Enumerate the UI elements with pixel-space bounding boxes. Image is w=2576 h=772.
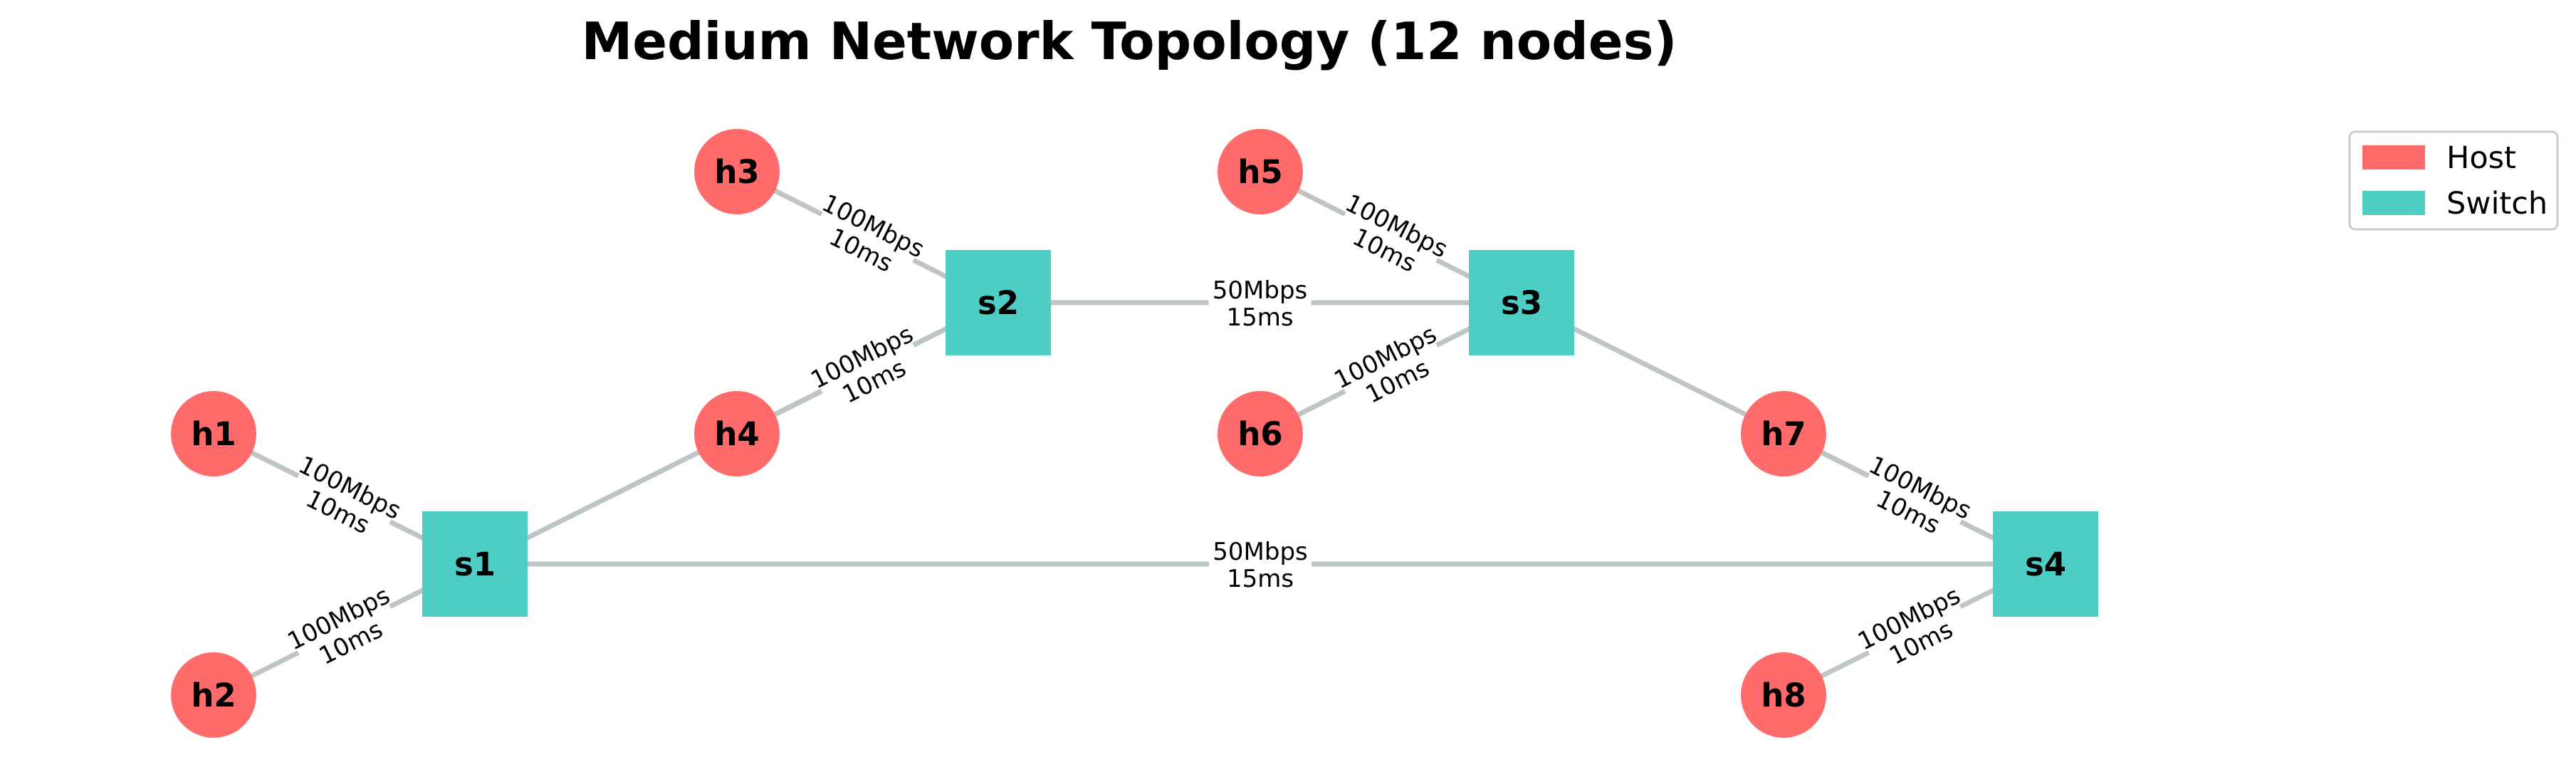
host-circle — [171, 391, 256, 476]
switch-square — [422, 511, 528, 617]
switch-node-s4[interactable]: s4 — [1993, 511, 2098, 617]
host-node-h7[interactable]: h7 — [1741, 391, 1826, 476]
legend-swatch-switch — [2362, 191, 2425, 215]
node-label: s3 — [1501, 284, 1542, 322]
nodes-layer: h1 h2 h3 h4 h5 h6 h7 h8 s1 s2 s3 s4 — [171, 129, 2098, 738]
link-label-background — [1855, 580, 1974, 679]
link-label-background — [808, 318, 927, 418]
link-bandwidth-label: 50Mbps — [1213, 538, 1307, 566]
legend-label-host: Host — [2446, 140, 2516, 176]
link-label-background — [1331, 187, 1450, 287]
host-node-h3[interactable]: h3 — [694, 129, 780, 214]
node-label: h6 — [1237, 415, 1282, 453]
node-label: h2 — [191, 677, 236, 714]
link-bandwidth-label: 50Mbps — [1213, 276, 1307, 305]
node-label: h1 — [191, 415, 236, 453]
host-circle — [1218, 391, 1303, 476]
node-label: s2 — [978, 284, 1019, 322]
node-label: h5 — [1237, 153, 1282, 191]
switch-node-s1[interactable]: s1 — [422, 511, 528, 617]
node-label: h8 — [1761, 677, 1806, 714]
node-label: s1 — [454, 546, 496, 583]
host-node-h4[interactable]: h4 — [694, 391, 780, 476]
link-label-background — [1331, 318, 1450, 418]
legend: Host Switch — [2348, 130, 2559, 231]
switch-node-s3[interactable]: s3 — [1469, 250, 1574, 355]
legend-label-switch: Switch — [2446, 186, 2548, 221]
node-label: h4 — [714, 415, 759, 453]
diagram-title: Medium Network Topology (12 nodes) — [582, 11, 1677, 71]
link-label-background — [1209, 534, 1311, 594]
host-circle — [1741, 391, 1826, 476]
switch-square — [1469, 250, 1574, 355]
switch-square — [946, 250, 1051, 355]
host-circle — [694, 129, 780, 214]
switch-node-s2[interactable]: s2 — [946, 250, 1051, 355]
host-node-h1[interactable]: h1 — [171, 391, 256, 476]
link-label-background — [1855, 449, 1974, 549]
link-label-background — [285, 449, 404, 549]
switch-square — [1993, 511, 2098, 617]
legend-swatch-host — [2362, 145, 2425, 169]
link-label-background — [285, 580, 404, 679]
link-label-background — [808, 187, 927, 287]
host-node-h6[interactable]: h6 — [1218, 391, 1303, 476]
host-node-h2[interactable]: h2 — [171, 652, 256, 738]
node-label: h7 — [1761, 415, 1806, 453]
link-delay-label: 15ms — [1226, 303, 1293, 332]
node-label: h3 — [714, 153, 759, 191]
host-node-h8[interactable]: h8 — [1741, 652, 1826, 738]
node-label: s4 — [2025, 546, 2066, 583]
host-circle — [1741, 652, 1826, 738]
host-circle — [694, 391, 780, 476]
host-circle — [171, 652, 256, 738]
link-label-background — [1208, 273, 1311, 333]
host-circle — [1218, 129, 1303, 214]
host-node-h5[interactable]: h5 — [1218, 129, 1303, 214]
link-delay-label: 15ms — [1227, 565, 1294, 593]
